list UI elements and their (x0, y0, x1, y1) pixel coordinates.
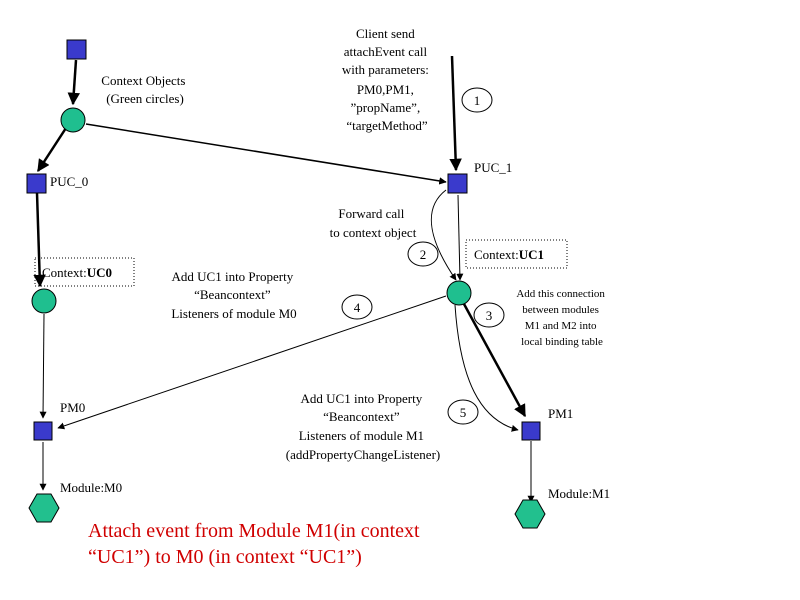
client-send-line: with parameters: (342, 62, 429, 77)
edge-puc0-to-uc0 (33, 192, 46, 288)
add-connection-line: between modules (522, 304, 599, 316)
uc1-circle-node[interactable] (446, 280, 472, 306)
module-m1-hexagon[interactable] (514, 499, 546, 529)
step-2-label: 2 (420, 247, 427, 262)
client-send-line: “targetMethod” (346, 118, 428, 133)
caption-line: Attach event from Module M1(in context (88, 520, 420, 542)
add-connection-line: Add this connection (516, 288, 605, 300)
add-uc1-m1-line: “Beancontext” (323, 409, 400, 424)
step-4-label: 4 (354, 300, 361, 315)
add-uc1-m0-line: Add UC1 into Property (172, 269, 294, 284)
forward-call-note: Forward call to context object (330, 206, 417, 240)
step-3-ellipse (473, 302, 505, 328)
step-3-label: 3 (486, 308, 493, 323)
puc0-node[interactable] (26, 173, 47, 194)
puc1-label: PUC_1 (474, 160, 512, 175)
context-objects-note: Context Objects (Green circles) (101, 73, 188, 106)
pm1-node[interactable] (521, 421, 541, 441)
uc0-circle-node[interactable] (31, 288, 57, 314)
add-uc1-m1-line: Add UC1 into Property (301, 391, 423, 406)
context-objects-line: (Green circles) (106, 91, 184, 106)
step-2-ellipse (407, 241, 439, 267)
add-uc1-m1-note: Add UC1 into Property “Beancontext” List… (286, 391, 441, 462)
module-m1-label: Module:M1 (548, 486, 610, 501)
edge-puc1-forward-to-uc1 (430, 189, 457, 281)
context-uc1-box (465, 239, 568, 269)
context-uc1-value: UC1 (519, 247, 544, 262)
forward-call-line: Forward call (338, 206, 404, 221)
step-1-ellipse (461, 87, 493, 113)
add-connection-line: local binding table (521, 336, 603, 348)
add-uc1-m1-line: Listeners of module M1 (299, 428, 424, 443)
pm0-node[interactable] (33, 421, 53, 441)
context-uc0-box (34, 257, 135, 287)
edge-client-to-puc1 (449, 55, 462, 172)
edge-circle-to-puc1 (85, 123, 447, 185)
context-uc1-prefix: Context: (474, 247, 519, 262)
step-5-ellipse (447, 399, 479, 425)
edge-uc1-to-pm1-curve (454, 304, 519, 432)
edge-uc1-to-pm1 (462, 303, 527, 418)
diagram-caption: Attach event from Module M1(in context “… (88, 520, 425, 568)
top-square-node[interactable] (66, 39, 87, 60)
context-uc0-label: Context:UC0 (42, 265, 112, 280)
add-connection-note: Add this connection between modules M1 a… (516, 288, 607, 348)
module-m0-hexagon[interactable] (28, 493, 60, 523)
client-send-line: ”propName”, (351, 100, 421, 115)
add-uc1-m1-line: (addPropertyChangeListener) (286, 447, 441, 462)
client-send-line: PM0,PM1, (357, 82, 414, 97)
step-4-ellipse (341, 294, 373, 320)
add-uc1-m0-note: Add UC1 into Property “Beancontext” List… (171, 269, 296, 321)
step-5-label: 5 (460, 405, 467, 420)
context-objects-line: Context Objects (101, 73, 185, 88)
client-send-line: attachEvent call (344, 44, 428, 59)
puc1-node[interactable] (447, 173, 468, 194)
edge-uc0-to-pm0 (39, 313, 47, 419)
edge-puc1-to-uc1 (456, 194, 464, 281)
caption-line: “UC1”) to M0 (in context “UC1”) (88, 546, 362, 568)
context-circle-node[interactable] (60, 107, 86, 133)
add-uc1-m0-line: “Beancontext” (194, 287, 271, 302)
forward-call-line: to context object (330, 225, 417, 240)
context-uc0-value: UC0 (87, 265, 112, 280)
edge-top-square-to-circle (67, 59, 81, 106)
client-send-line: Client send (356, 26, 415, 41)
context-uc0-prefix: Context: (42, 265, 87, 280)
add-connection-line: M1 and M2 into (525, 320, 597, 332)
edge-circle-to-puc0 (36, 127, 68, 173)
context-uc1-label: Context:UC1 (474, 247, 544, 262)
step-1-label: 1 (474, 93, 481, 108)
client-send-note: Client send attachEvent call with parame… (342, 26, 432, 133)
pm1-label: PM1 (548, 406, 573, 421)
module-m0-label: Module:M0 (60, 480, 122, 495)
add-uc1-m0-line: Listeners of module M0 (171, 306, 296, 321)
puc0-label: PUC_0 (50, 174, 88, 189)
pm0-label: PM0 (60, 400, 85, 415)
edge-uc1-to-pm0 (57, 295, 447, 430)
